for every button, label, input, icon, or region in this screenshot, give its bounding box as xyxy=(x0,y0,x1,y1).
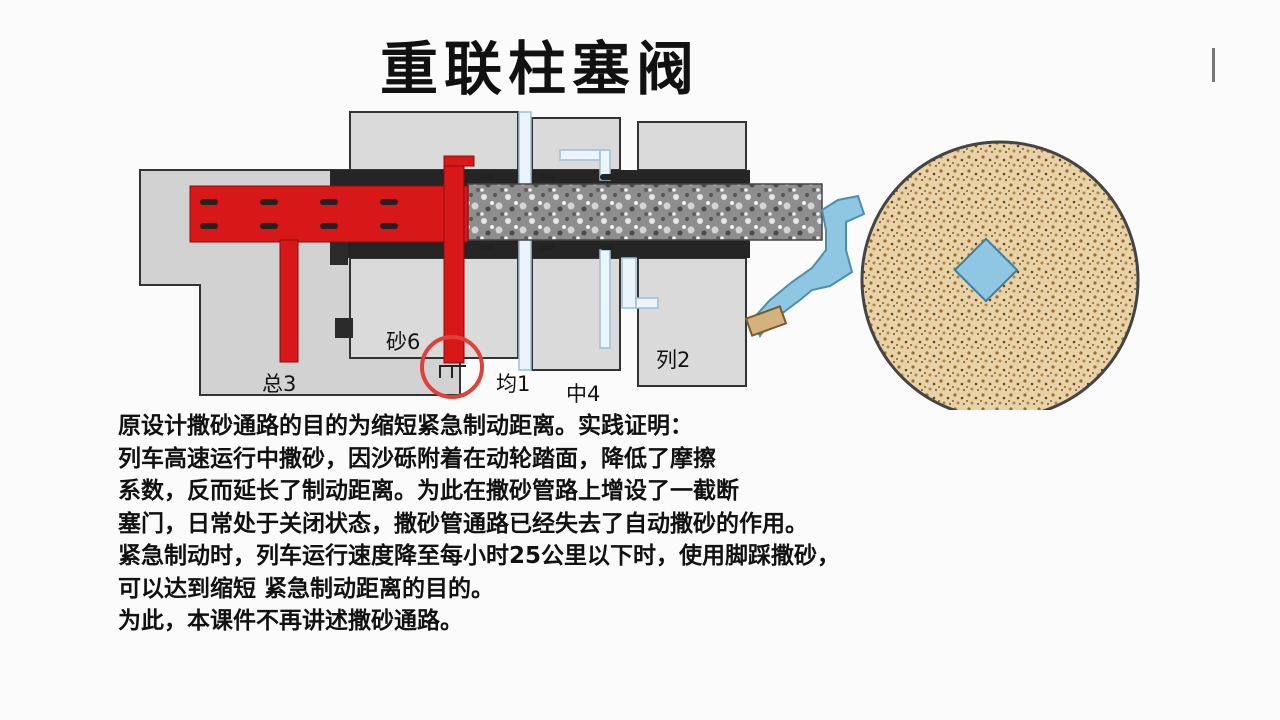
piston-rod xyxy=(467,183,823,241)
valve-diagram xyxy=(139,111,1140,410)
label-lie2: 列2 xyxy=(656,348,691,372)
description-line: 紧急制动时，列车运行速度降至每小时25公里以下时，使用脚踩撒砂， xyxy=(118,543,841,569)
linkage-clamp xyxy=(744,305,788,337)
sand-wheel xyxy=(860,140,1140,410)
linkage-arm xyxy=(750,194,866,338)
highlight-circle xyxy=(420,335,484,399)
description-line: 列车高速运行中撒砂，因沙砾附着在动轮踏面，降低了摩擦 xyxy=(118,445,716,472)
page-title: 重联柱塞阀 xyxy=(380,35,701,103)
label-sha6: 砂6 xyxy=(386,330,421,354)
label-zhong4: 中4 xyxy=(566,382,601,406)
description-line: 可以达到缩短 紧急制动距离的目的。 xyxy=(118,575,495,602)
port-mark xyxy=(439,365,466,378)
description-text: 原设计撒砂通路的目的为缩短紧急制动距离。实践证明： 列车高速运行中撒砂，因沙砾附… xyxy=(118,410,1248,638)
description-line: 为此，本课件不再讲述撒砂通路。 xyxy=(118,608,463,634)
description-line: 系数，反而延长了制动距离。为此在撒砂管路上增设了一截断 xyxy=(118,478,739,504)
sanding-passage xyxy=(189,155,475,364)
description-line: 塞门，日常处于关闭状态，撒砂管通路已经失去了自动撒砂的作用。 xyxy=(118,510,808,537)
description-line: 原设计撒砂通路的目的为缩短紧急制动距离。实践证明： xyxy=(118,413,693,439)
air-passages xyxy=(518,111,659,371)
edge-mark xyxy=(1212,48,1215,82)
label-zong3: 总3 xyxy=(262,372,297,396)
label-jun1: 均1 xyxy=(496,372,531,396)
passage-dashes xyxy=(200,174,614,250)
